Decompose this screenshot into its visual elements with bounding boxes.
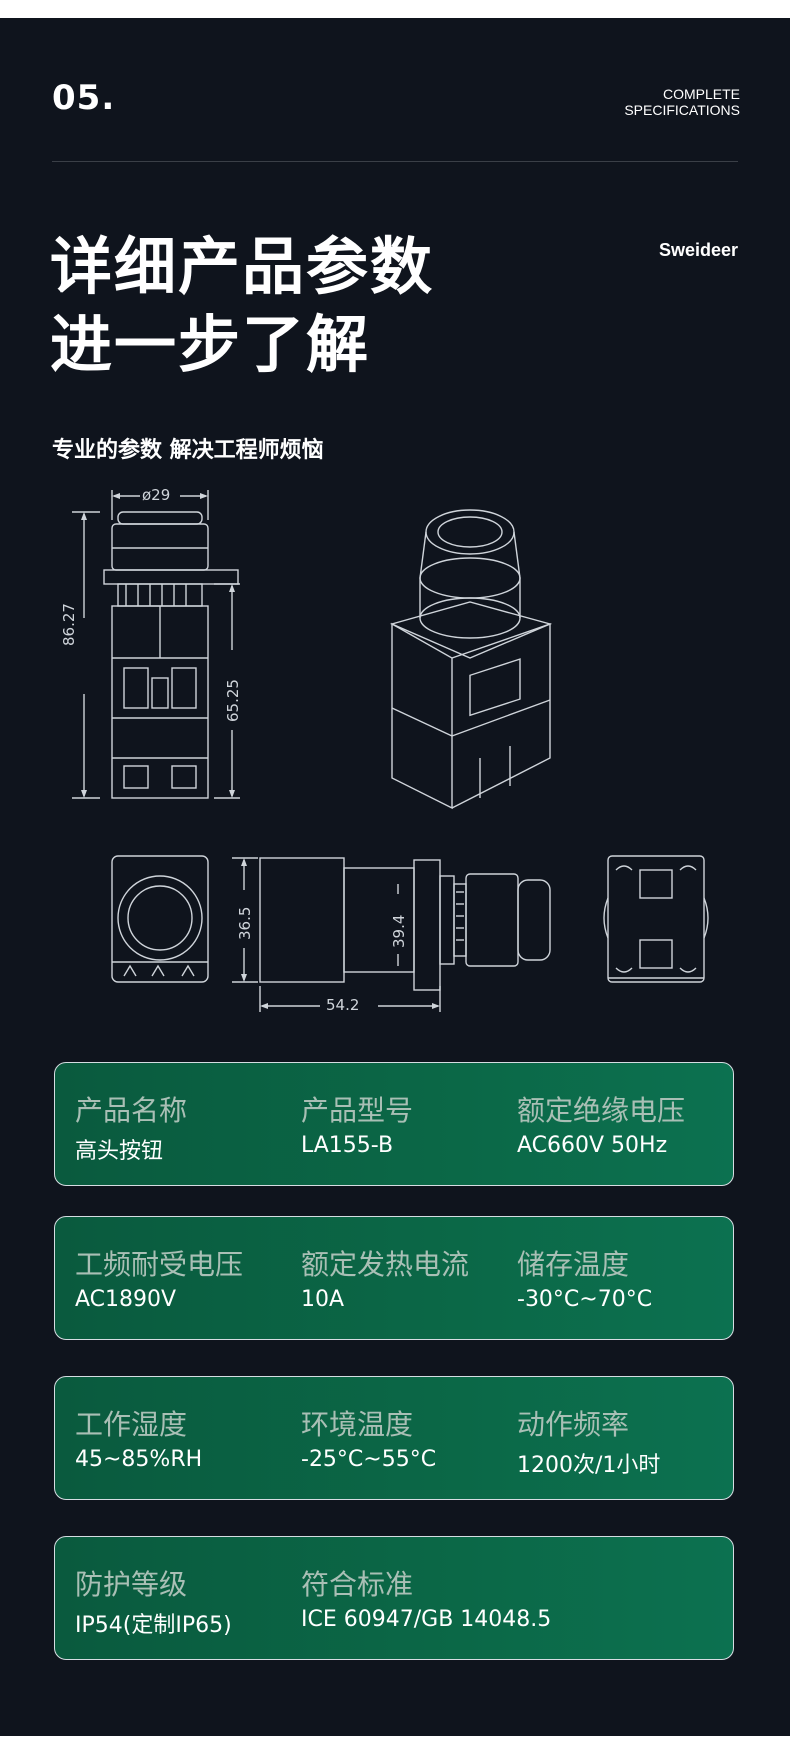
dimension-body-height: 65.25 — [224, 679, 242, 722]
section-title-line1: COMPLETE — [662, 86, 740, 102]
subtitle: 专业的参数 解决工程师烦恼 — [52, 438, 324, 463]
spec-value: -30°C~70°C — [517, 1287, 653, 1312]
section-title: COMPLETE SPECIFICATIONS — [624, 86, 740, 118]
dimension-length: 54.2 — [326, 996, 360, 1014]
headline-line2: 进一步了解 — [50, 308, 371, 381]
spec-label: 动作频率 — [517, 1408, 630, 1441]
spec-label: 额定绝缘电压 — [517, 1094, 686, 1127]
spec-value: -25°C~55°C — [301, 1447, 437, 1472]
back-view-drawing — [603, 855, 709, 983]
spec-label: 工频耐受电压 — [75, 1248, 244, 1281]
spec-page: 05. COMPLETE SPECIFICATIONS 详细产品参数 进一步了解… — [0, 18, 790, 1736]
spec-value: ICE 60947/GB 14048.5 — [301, 1607, 552, 1632]
spec-value: 高头按钮 — [75, 1139, 164, 1164]
technical-drawing — [72, 490, 709, 1012]
spec-label: 环境温度 — [301, 1408, 414, 1441]
headline: 详细产品参数 进一步了解 — [50, 228, 434, 384]
spec-label: 额定发热电流 — [301, 1248, 470, 1281]
top-view-drawing — [111, 855, 209, 983]
section-title-line2: SPECIFICATIONS — [624, 102, 740, 118]
spec-value: 10A — [301, 1287, 345, 1312]
side-view-drawing — [232, 857, 551, 1012]
spec-value: AC660V 50Hz — [517, 1133, 668, 1158]
spec-value: IP54(定制IP65) — [75, 1613, 232, 1638]
spec-label: 产品名称 — [75, 1094, 188, 1127]
brand-logo: Sweideer — [658, 240, 738, 260]
dimension-side-height: 36.5 — [236, 906, 254, 940]
dimension-total-height: 86.27 — [60, 603, 78, 646]
spec-value: 1200次/1小时 — [517, 1453, 661, 1478]
spec-label: 储存温度 — [517, 1248, 630, 1281]
front-view-drawing — [72, 490, 240, 799]
section-number: 05. — [52, 78, 116, 118]
spec-label: 产品型号 — [301, 1094, 414, 1127]
isometric-view-drawing — [389, 509, 553, 810]
spec-value: AC1890V — [75, 1287, 177, 1312]
headline-line1: 详细产品参数 — [50, 230, 435, 303]
dimension-diameter: ø29 — [142, 486, 171, 504]
header-divider — [52, 161, 738, 162]
spec-value: 45~85%RH — [75, 1447, 203, 1472]
spec-value: LA155-B — [301, 1133, 394, 1158]
spec-label: 符合标准 — [301, 1568, 414, 1601]
spec-label: 防护等级 — [75, 1568, 188, 1601]
spec-card-3: 工作湿度 45~85%RH 环境温度 -25°C~55°C 动作频率 1200次… — [54, 1376, 734, 1500]
spec-card-2: 工频耐受电压 AC1890V 额定发热电流 10A 储存温度 -30°C~70°… — [54, 1216, 734, 1340]
spec-card-4: 防护等级 IP54(定制IP65) 符合标准 ICE 60947/GB 1404… — [54, 1536, 734, 1660]
dimension-width: 39.4 — [390, 914, 408, 948]
spec-label: 工作湿度 — [75, 1408, 188, 1441]
spec-card-1: 产品名称 高头按钮 产品型号 LA155-B 额定绝缘电压 AC660V 50H… — [54, 1062, 734, 1186]
